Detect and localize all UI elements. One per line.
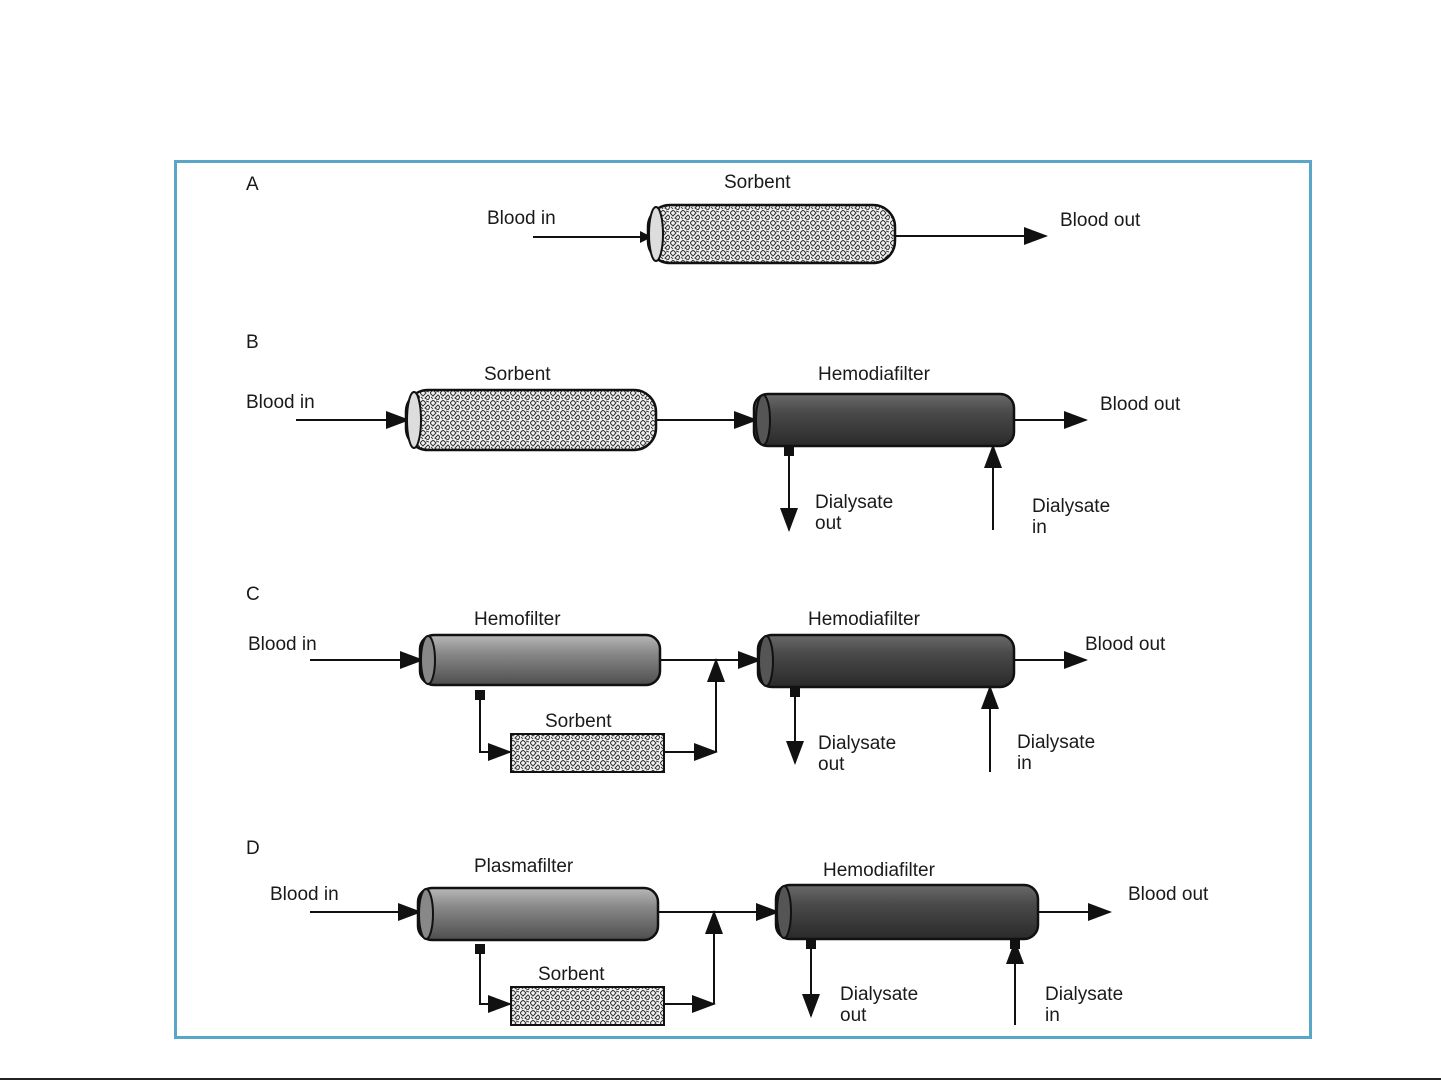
panel-c-dialysate-in-label-1: Dialysate [1017,732,1095,753]
panel-c-dialysate-in-label-2: in [1017,753,1032,774]
panel-c-sorbent-cartridge [511,734,664,772]
panel-b-sorbent-cartridge [406,390,656,450]
panel-b-dialysate-out-label-1: Dialysate [815,492,893,513]
panel-d-plasmafilter-port [475,944,485,954]
panel-b-dialysate-in-label-2: in [1032,517,1047,538]
panel-c-hemodiafilter-end-cap [759,636,773,686]
panel-d-bypass-line [480,954,510,1004]
panel-c-blood-out-label: Blood out [1085,634,1166,655]
panel-d-blood-in-label: Blood in [270,884,339,905]
panel-a: A Sorbent Blood in Blood out [246,172,1141,263]
panel-d-hemodiafilter-body [776,885,1038,939]
panel-d-dialysate-out-port [806,939,816,949]
panel-d-sorbent-cartridge [511,987,664,1025]
panel-a-blood-in-label: Blood in [487,208,556,229]
panel-d-plasmafilter-body [418,888,658,940]
panel-a-sorbent-cartridge [648,205,895,263]
panel-c-dialysate-out-label-1: Dialysate [818,733,896,754]
panel-b-dialysate-in-label-1: Dialysate [1032,496,1110,517]
panel-a-blood-out-label: Blood out [1060,210,1141,231]
panel-b-blood-out-label: Blood out [1100,394,1181,415]
panel-c-hemodiafilter-body [758,635,1014,687]
panel-d-letter: D [246,838,260,859]
panel-d-plasmafilter-end-cap [419,889,433,939]
panel-c-hemofilter-port [475,690,485,700]
panel-d-dialysate-out-label-2: out [840,1005,867,1026]
panel-b-sorbent-label: Sorbent [484,364,551,385]
panel-d-dialysate-out-label-1: Dialysate [840,984,918,1005]
panel-d-hemodiafilter-label: Hemodiafilter [823,860,936,881]
panel-c-dialysate-out-label-2: out [818,754,845,775]
panel-c-letter: C [246,584,260,605]
panel-c-bypass-line [480,700,510,752]
panel-b: B Sorbent Hemodiafilter Blood in Blood o… [246,332,1181,538]
panel-c-hemofilter-body [420,635,660,685]
panel-b-hemodiafilter-body [754,394,1014,446]
panel-c-hemodiafilter-label: Hemodiafilter [808,609,921,630]
panel-d-blood-out-label: Blood out [1128,884,1209,905]
panel-c-hemofilter-end-cap [421,636,435,684]
panel-d-plasmafilter-label: Plasmafilter [474,856,574,877]
panel-d-sorbent-label: Sorbent [538,964,605,985]
panel-d-hemodiafilter-end-cap [777,886,791,938]
panel-c-sorbent-label: Sorbent [545,711,612,732]
panel-b-sorbent-end-cap [407,392,421,448]
panel-d-dialysate-in-label-2: in [1045,1005,1060,1026]
panel-b-dialysate-out-label-2: out [815,513,842,534]
panel-b-hemodiafilter-label: Hemodiafilter [818,364,931,385]
panel-d-dialysate-in-label-1: Dialysate [1045,984,1123,1005]
panel-d: D Plasmafilter Hemodiafilter Blood in Bl… [246,838,1209,1026]
panel-c-hemofilter-label: Hemofilter [474,609,561,630]
panel-c-dialysate-out-port [790,687,800,697]
bottom-divider [0,1078,1441,1080]
panel-b-letter: B [246,332,259,353]
panel-a-letter: A [246,174,259,195]
panel-c-blood-in-label: Blood in [248,634,317,655]
panel-a-sorbent-end-cap [649,207,663,261]
panel-a-sorbent-label: Sorbent [724,172,791,193]
panel-b-dialysate-out-port [784,446,794,456]
panel-c: C Hemofilter Hemodiafilter Blood in Bloo… [246,584,1166,775]
panel-b-blood-in-label: Blood in [246,392,315,413]
panel-b-hemodiafilter-end-cap [756,395,770,445]
